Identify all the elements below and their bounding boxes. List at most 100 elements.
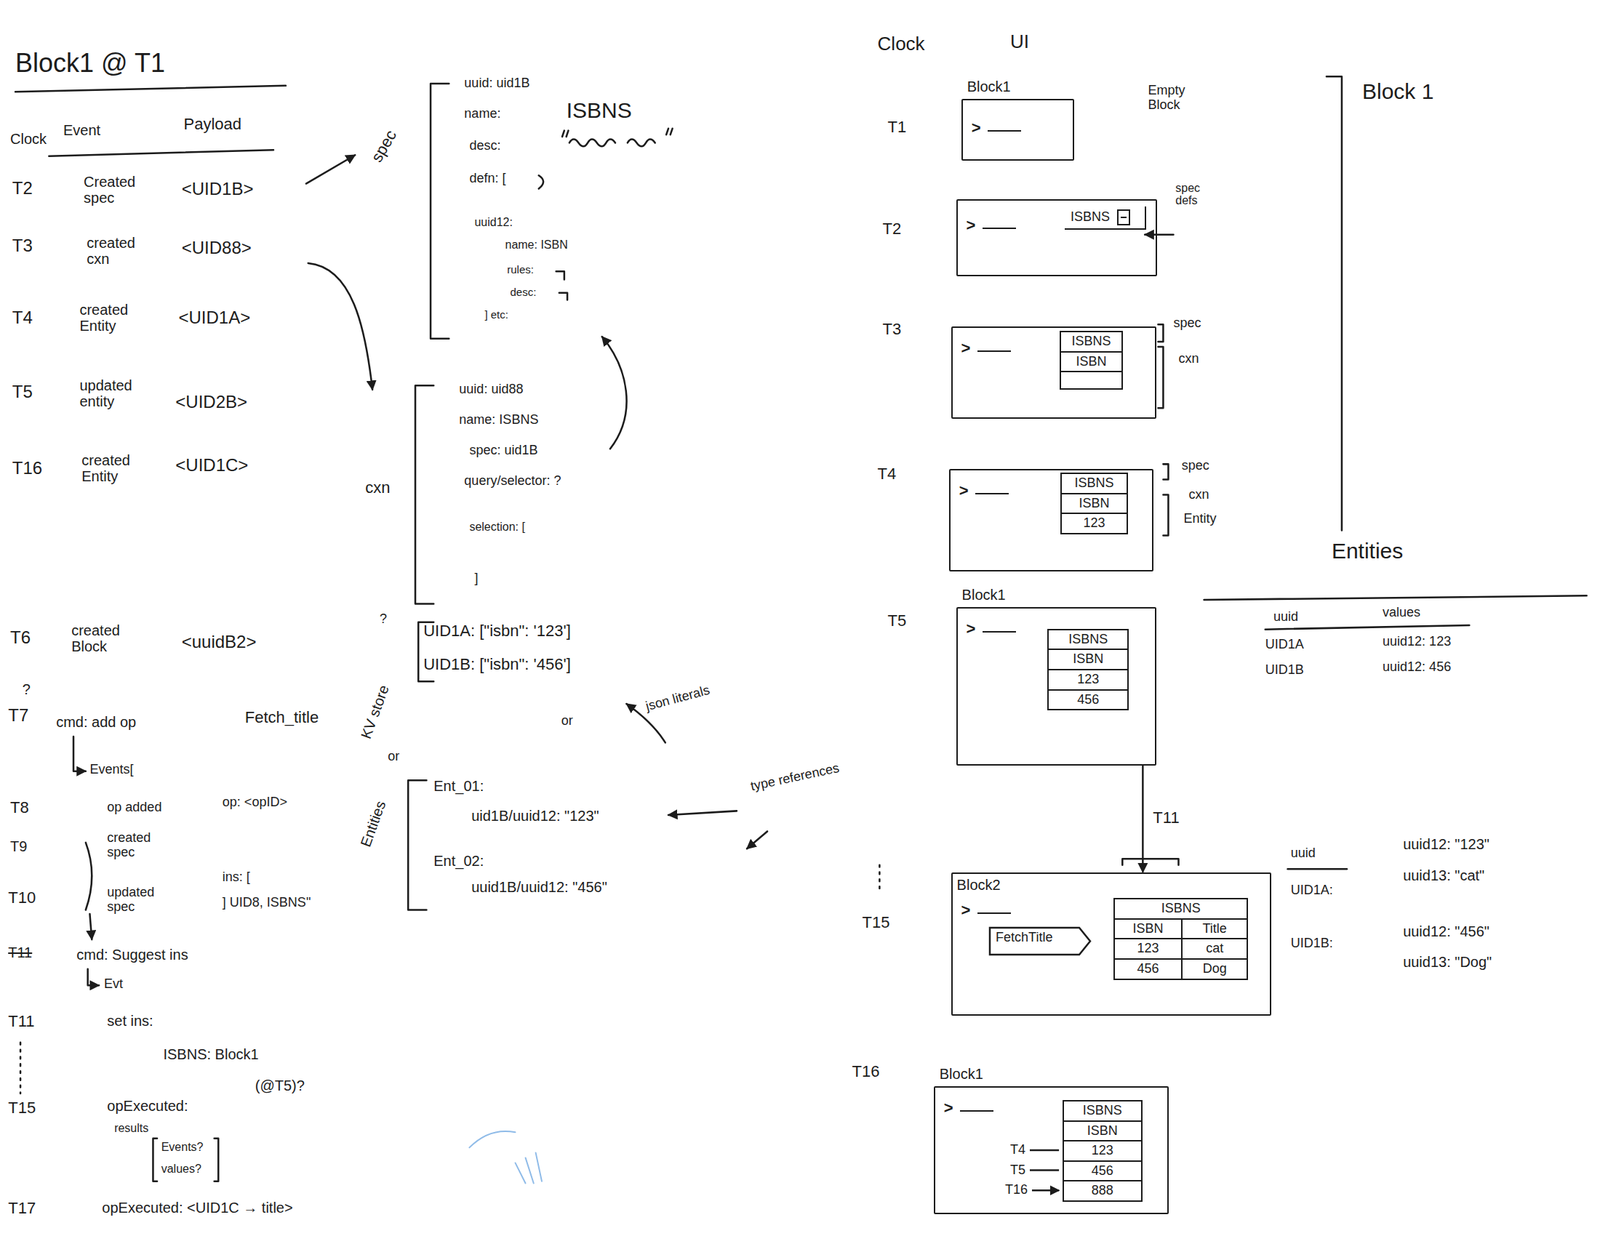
note-text: T11 [8, 944, 32, 961]
note-text: spec [368, 127, 400, 166]
note-text: Fetch_title [245, 709, 320, 727]
prompt-symbol: > [944, 1099, 954, 1118]
note-text: T11 [8, 1013, 35, 1031]
note-text: T4 [12, 308, 33, 328]
note-text: T6 [10, 628, 31, 648]
note-text: desc: [510, 286, 537, 299]
bracket [1122, 858, 1179, 865]
note-text: ] [474, 571, 478, 587]
note-text: T15 [862, 914, 891, 932]
note-text: uuid: uid88 [458, 382, 523, 398]
leader-arrow [308, 263, 373, 390]
title-underline [15, 85, 286, 92]
note-text: T3 [882, 320, 902, 339]
note-text: rules: [506, 264, 534, 277]
spec-icon [1117, 209, 1131, 226]
note-text: <UID1A> [178, 308, 251, 328]
note-text: Event [63, 122, 101, 139]
note-text: <UID1B> [181, 179, 254, 199]
note-text: ISBNS: Block1 [162, 1046, 259, 1063]
note-text: UI [1010, 31, 1030, 53]
note-text: op: <opID> [222, 795, 288, 811]
bracket [408, 780, 427, 910]
note-text: <UID2B> [175, 392, 248, 412]
table-cell: 123 [1064, 1140, 1141, 1161]
note-text: Ent_02: [433, 853, 484, 870]
note-text: uuid12: 123 [1382, 634, 1451, 650]
note-text: type references [749, 760, 846, 795]
table-heading: ISBNS [1061, 474, 1127, 495]
block-heading: Block1 [962, 586, 1006, 603]
note-text: results [114, 1122, 149, 1136]
ellipsis-dots [19, 1042, 22, 1094]
note-text: T8 [10, 799, 30, 817]
note-text: uuid1B/uuid12: "456" [471, 879, 608, 896]
bracket [214, 1138, 219, 1182]
step-arrow [88, 969, 99, 986]
leader-arrow [306, 154, 355, 184]
note-text: values [1382, 605, 1421, 621]
note-text: Clock [10, 130, 47, 147]
note-text: ins: [ [222, 870, 251, 886]
note-text: updated spec [106, 885, 166, 915]
table-frame: ISBNSISBN123456 [1047, 629, 1129, 711]
block-frame: Block1>ISBNSISBN123456 [956, 607, 1157, 766]
note-text: ISBNS [566, 98, 632, 123]
brace [85, 842, 92, 911]
op-name: FetchTitle [995, 930, 1075, 946]
note-text: T15 [8, 1099, 36, 1118]
op-outline-shape [989, 928, 1091, 955]
bracket [152, 1138, 158, 1182]
table-cell: 123 [1061, 512, 1127, 534]
note-text: uid1B/uuid12: "123" [471, 808, 599, 824]
table-heading: ISBNS [1061, 332, 1122, 353]
leader-arrow [668, 810, 737, 816]
note-text: uuid12: "123" [1402, 836, 1490, 853]
note-text: created Block [71, 622, 136, 655]
prompt-symbol: > [971, 119, 982, 137]
flow-arrow [1141, 765, 1144, 873]
bracket [415, 385, 434, 604]
note-text: Block1 @ T1 [15, 48, 166, 78]
prompt-line [987, 130, 1022, 132]
note-text: or [561, 714, 574, 729]
note-text: desc: [469, 138, 501, 154]
table-cell: ISBN [1061, 352, 1122, 372]
note-text: T3 [12, 236, 33, 256]
blue-scribble [469, 1131, 542, 1184]
note-text: T17 [8, 1200, 36, 1218]
note-text: set ins: [106, 1013, 153, 1030]
note-text: T5 [12, 382, 33, 402]
leader-arrow [1144, 233, 1174, 236]
note-text: Clock [877, 33, 926, 55]
note-text: created Entity [81, 452, 146, 485]
block-frame: >ISBNSISBN [951, 326, 1157, 419]
prompt-line [975, 493, 1009, 495]
note-text: cxn [1188, 488, 1209, 503]
note-text: uuid13: "Dog" [1402, 954, 1492, 971]
block-frame: > ISBNSISBN123 [949, 469, 1154, 572]
leader-arrow [602, 336, 627, 449]
prompt-symbol: > [959, 482, 969, 500]
note-text: T16 [12, 458, 43, 478]
note-text: json literals [644, 683, 712, 715]
note-text: Ent_01: [433, 778, 484, 795]
table-cell: Dog [1181, 958, 1248, 979]
note-text: T5 [888, 612, 907, 630]
note-text: (@T5)? [255, 1077, 305, 1094]
table-cell: 456 [1114, 958, 1182, 979]
note-text: uuid12: [474, 216, 513, 230]
note-text: Evt [104, 977, 123, 992]
note-text: T2 [882, 220, 902, 238]
table-grid: ISBN123456 [1048, 650, 1128, 710]
bracket [430, 83, 449, 339]
table-grid: ISBNTitle123cat456Dog [1114, 920, 1247, 979]
prompt-line [977, 350, 1011, 352]
table-cell: ISBN [1061, 494, 1127, 514]
row-dash [1029, 1169, 1059, 1172]
note-text: Empty Block [1147, 83, 1214, 113]
note-text: uuid12: "456" [1402, 923, 1490, 940]
prompt-symbol: > [966, 216, 976, 235]
edge-label: T11 [1151, 809, 1181, 827]
note-text: op added [106, 800, 162, 816]
